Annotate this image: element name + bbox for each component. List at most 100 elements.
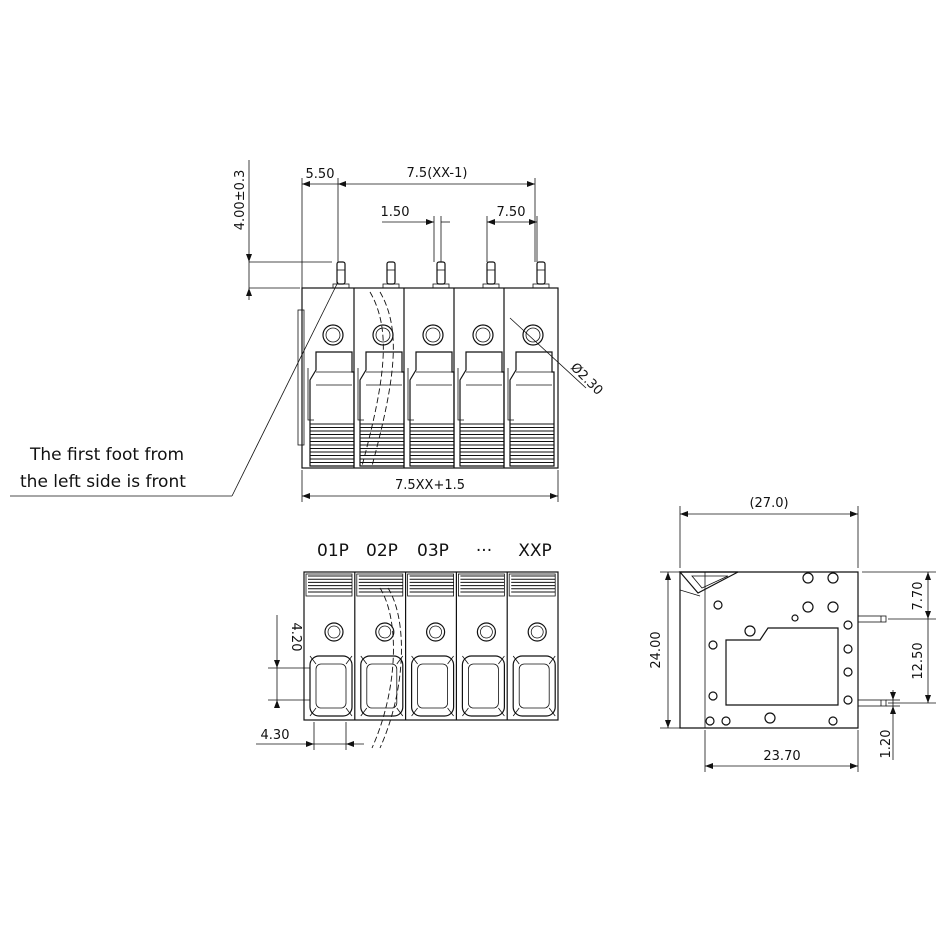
pin-base bbox=[332, 283, 350, 289]
position-label-02: 02P bbox=[366, 541, 398, 561]
pin-base bbox=[382, 283, 400, 289]
dim-pin-width: 1.50 bbox=[381, 205, 410, 220]
lever-edge bbox=[457, 368, 464, 421]
mounting-hole bbox=[843, 667, 853, 677]
lever-edge bbox=[507, 368, 514, 421]
opening-chamfer bbox=[548, 707, 556, 717]
wire-hole-inner bbox=[475, 327, 491, 343]
opening-chamfer bbox=[462, 707, 469, 717]
opening-chamfer bbox=[345, 707, 353, 717]
top-view: 7.5(XX-1) 5.50 1.50 7.50 4.00±0.3 Ø2.30 bbox=[233, 160, 605, 502]
opening-chamfer bbox=[360, 707, 368, 717]
dim-height: 24.00 bbox=[649, 631, 664, 668]
wire-opening-inner bbox=[467, 663, 499, 709]
dim-pin-top: 7.70 bbox=[911, 582, 926, 611]
dim-pitch: 7.50 bbox=[497, 205, 526, 220]
note-callout: The first foot from the left side is fro… bbox=[10, 281, 339, 497]
wire-opening-inner bbox=[518, 663, 550, 709]
dim-base: 23.70 bbox=[763, 749, 800, 764]
mounting-hole bbox=[708, 640, 718, 650]
position-label-01: 01P bbox=[317, 541, 349, 561]
top-view-pins bbox=[332, 261, 550, 289]
position-label-03: 03P bbox=[417, 541, 449, 561]
lever-edge bbox=[407, 368, 414, 421]
dim-opening-width: 4.30 bbox=[261, 728, 290, 743]
opening-chamfer bbox=[548, 655, 556, 665]
dim-total-width: 7.5XX+1.5 bbox=[395, 478, 465, 493]
mounting-hole bbox=[827, 572, 839, 584]
mounting-hole bbox=[828, 716, 838, 726]
wire-opening bbox=[360, 655, 404, 717]
opening-chamfer bbox=[396, 707, 404, 717]
test-hole-inner bbox=[378, 625, 392, 639]
mounting-hole bbox=[843, 644, 853, 654]
opening-chamfer bbox=[360, 655, 368, 665]
wire-hole-inner bbox=[525, 327, 541, 343]
dim-first-pin: 5.50 bbox=[306, 167, 335, 182]
opening-chamfer bbox=[411, 655, 418, 665]
lever-top bbox=[457, 573, 505, 597]
mounting-hole bbox=[744, 625, 756, 637]
wire-hole-inner bbox=[375, 327, 391, 343]
opening-chamfer bbox=[345, 655, 353, 665]
wire-hole-inner bbox=[425, 327, 441, 343]
mounting-hole bbox=[802, 572, 814, 584]
mounting-hole bbox=[802, 601, 814, 613]
lever-edge bbox=[307, 368, 314, 421]
mounting-hole bbox=[713, 600, 723, 610]
solder-pin bbox=[536, 261, 546, 285]
pin-base bbox=[432, 283, 450, 289]
dim-pitch-formula: 7.5(XX-1) bbox=[407, 166, 468, 181]
front-view-modules bbox=[305, 572, 556, 720]
wire-opening-inner bbox=[315, 663, 347, 709]
test-hole bbox=[476, 622, 496, 642]
test-hole-inner bbox=[479, 625, 493, 639]
test-hole-inner bbox=[429, 625, 443, 639]
test-hole-inner bbox=[327, 625, 341, 639]
lever-top bbox=[356, 573, 404, 597]
dim-hole: Ø2.30 bbox=[567, 360, 605, 398]
opening-chamfer bbox=[309, 655, 317, 665]
wire-opening-inner bbox=[366, 663, 398, 709]
dim-pin-bottom: 1.20 bbox=[879, 730, 894, 759]
wire-opening-inner bbox=[417, 663, 449, 709]
position-label-xx: XXP bbox=[518, 541, 552, 561]
position-label-ellipsis: ··· bbox=[476, 541, 492, 561]
lever-top bbox=[508, 573, 556, 597]
note-line-2: the left side is front bbox=[20, 472, 186, 492]
opening-chamfer bbox=[462, 655, 469, 665]
opening-chamfer bbox=[309, 707, 317, 717]
lever-outline bbox=[509, 351, 555, 467]
lever-edge bbox=[357, 368, 364, 421]
front-view: 01P 02P 03P ··· XXP 4.20 4.30 bbox=[256, 541, 559, 750]
opening-chamfer bbox=[447, 655, 454, 665]
test-hole bbox=[375, 622, 395, 642]
wire-opening bbox=[512, 655, 556, 717]
note-line-1: The first foot from bbox=[29, 445, 184, 465]
pin-base bbox=[482, 283, 500, 289]
solder-pin bbox=[436, 261, 446, 285]
side-view-holes bbox=[705, 572, 853, 726]
solder-pin bbox=[336, 261, 346, 285]
wire-hole-inner bbox=[325, 327, 341, 343]
opening-chamfer bbox=[411, 707, 418, 717]
dim-opening-height: 4.20 bbox=[288, 623, 303, 652]
mounting-hole bbox=[705, 716, 715, 726]
side-view: (27.0) 24.00 23.70 7.70 12.50 1.20 bbox=[649, 496, 936, 772]
wire-hole bbox=[472, 324, 494, 346]
mounting-hole bbox=[708, 691, 718, 701]
dim-pin-height: 4.00±0.3 bbox=[233, 170, 248, 231]
test-hole-inner bbox=[530, 625, 544, 639]
test-hole bbox=[426, 622, 446, 642]
opening-chamfer bbox=[498, 655, 505, 665]
top-view-modules bbox=[307, 288, 555, 468]
opening-chamfer bbox=[447, 707, 454, 717]
opening-chamfer bbox=[498, 707, 505, 717]
dim-pin-spacing: 12.50 bbox=[911, 642, 926, 679]
mounting-hole bbox=[791, 614, 799, 622]
mounting-hole bbox=[843, 620, 853, 630]
mounting-hole bbox=[827, 601, 839, 613]
test-hole bbox=[527, 622, 547, 642]
wire-hole bbox=[522, 324, 544, 346]
